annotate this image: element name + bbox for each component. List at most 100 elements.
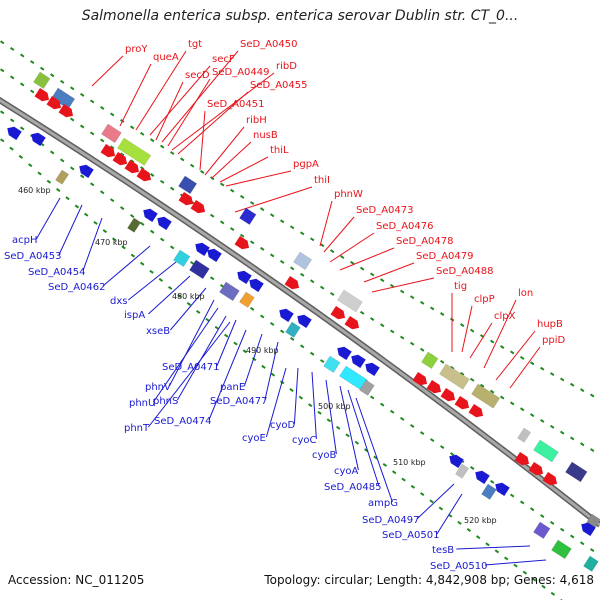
forward-callout-line [461,305,473,353]
reverse-gene-label[interactable]: phnV [145,382,171,393]
reverse-gene-label[interactable]: SeD_A0477 [210,396,268,407]
scale-dot [40,66,45,71]
forward-gene-label[interactable]: SeD_A0449 [212,67,270,78]
scale-dot [209,213,215,218]
reverse-gene-label[interactable]: SeD_A0497 [362,515,420,526]
scale-dot [74,204,80,209]
scale-dot [140,221,145,226]
scale-dot [319,285,325,290]
forward-gene-label[interactable]: hupB [537,319,563,330]
forward-gene-label[interactable]: SeD_A0476 [376,221,434,232]
forward-gene-label[interactable]: thiI [314,175,330,186]
scale-dot [440,445,445,450]
forward-gene-label[interactable]: ribD [276,61,297,72]
scale-dot [500,345,505,349]
reverse-gene-label[interactable]: cyoA [334,466,359,477]
scale-dot [460,323,465,328]
forward-gene-label[interactable]: ribH [246,115,267,126]
reverse-gene-label[interactable]: phnS [153,396,178,407]
reverse-gene-label[interactable]: SeD_A0462 [48,282,106,293]
forward-gene-label[interactable]: clpP [474,294,495,305]
reverse-gene-label[interactable]: SeD_A0453 [4,251,62,262]
scale-dot [110,198,115,203]
forward-callout-line [509,346,541,389]
forward-gene-label[interactable]: proY [125,44,148,55]
scale-dot [196,309,201,314]
reverse-gene-label[interactable]: SeD_A0454 [28,267,86,278]
forward-gene-label[interactable]: tig [454,281,467,292]
scale-dot [199,170,205,174]
reverse-callout-line [243,333,263,387]
reverse-gene-label[interactable]: cyoB [312,450,337,461]
scale-dot [410,341,415,346]
reverse-gene-label[interactable]: SeD_A0501 [382,530,440,541]
kbp-tick-label: 470 kbp [95,238,128,247]
reverse-gene-label[interactable]: cyoD [270,420,296,431]
scale-dot [520,355,525,360]
scale-dot [30,60,35,65]
forward-gene-label[interactable]: SeD_A0478 [396,236,454,247]
forward-gene-label[interactable]: secD [185,70,210,81]
scale-dot [490,339,495,344]
forward-gene-label[interactable]: SeD_A0455 [250,80,308,91]
scale-dot [420,347,425,352]
reverse-gene-label[interactable]: panE [220,382,245,393]
scale-dot [10,75,15,80]
reverse-gene-label[interactable]: phnT [124,423,150,434]
scale-dot [560,430,565,435]
gene-feature-block [189,259,210,280]
scale-dot [169,186,175,191]
gene-feature-block [55,169,70,185]
forward-gene-label[interactable]: pgpA [293,159,319,170]
reverse-gene-label[interactable]: dxs [110,296,127,307]
forward-gene-label[interactable]: ppiD [542,335,565,346]
scale-dot [345,433,350,438]
forward-gene-label[interactable]: tgt [188,39,202,50]
reverse-gene-label[interactable]: SeD_A0485 [324,482,382,493]
forward-gene-label[interactable]: SeD_A0488 [436,266,494,277]
gene-labels: proYqueAtgtsecFsecDSeD_A0450SeD_A0449rib… [4,39,565,572]
forward-gene-label[interactable]: queA [153,52,179,63]
reverse-callout-line [355,397,393,503]
forward-gene-label[interactable]: SeD_A0479 [416,251,474,262]
gene-arrow [279,308,294,323]
gene-feature-block [337,289,363,313]
forward-gene-label[interactable]: clpX [494,311,516,322]
gene-arrow [112,152,128,166]
reverse-gene-label[interactable]: acpH [12,235,38,246]
forward-gene-label[interactable]: nusB [253,130,278,141]
reverse-gene-label[interactable]: xseB [146,326,170,337]
scale-dot [250,240,255,245]
forward-gene-label[interactable]: phnW [334,189,363,200]
reverse-gene-label[interactable]: SeD_A0510 [430,561,488,572]
reverse-gene-label[interactable]: SeD_A0471 [162,362,220,373]
reverse-gene-label[interactable]: ampG [368,498,398,509]
reverse-callout-line [484,559,547,566]
gene-feature-block [471,383,501,409]
scale-dot [130,253,136,258]
reverse-gene-label[interactable]: ispA [124,310,145,321]
forward-gene-label[interactable]: SeD_A0450 [240,39,298,50]
reverse-gene-label[interactable]: cyoC [292,435,317,446]
gene-arrow [178,192,194,206]
forward-callout-line [167,78,211,147]
scale-dot [9,146,14,151]
forward-gene-label[interactable]: thiL [270,145,289,156]
forward-gene-label[interactable]: secF [212,54,235,65]
forward-gene-label[interactable]: SeD_A0451 [207,99,265,110]
reverse-callout-line [168,299,215,387]
reverse-gene-label[interactable]: cyoE [242,433,266,444]
reverse-gene-label[interactable]: phnU [129,398,155,409]
gene-feature-block [551,539,572,560]
scale-dot [158,277,164,282]
forward-gene-label[interactable]: SeD_A0473 [356,205,414,216]
reverse-gene-label[interactable]: tesB [432,545,454,556]
forward-gene-label[interactable]: lon [518,288,533,299]
gene-arrow [124,160,140,174]
scale-dot [539,418,545,423]
reverse-gene-label[interactable]: SeD_A0474 [154,416,212,427]
scale-dot [30,89,35,94]
gene-arrow [468,404,484,418]
gene-feature-block [239,207,257,225]
